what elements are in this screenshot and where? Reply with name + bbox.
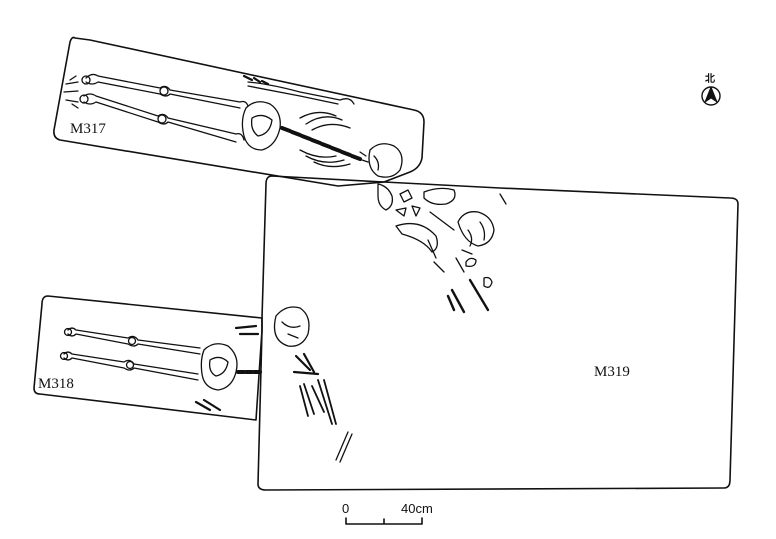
grave-label-m318: M318 [38,376,74,392]
skeleton-m317 [64,74,402,177]
grave-m319-outline [258,176,738,490]
grave-m317-outline [54,38,424,187]
north-arrow-icon [702,87,720,105]
grave-m319 [258,176,738,490]
grave-m318 [34,296,262,420]
skeleton-m319-upper [378,184,506,312]
north-label: 北 [705,74,715,85]
scale-bar [346,518,422,524]
grave-m317 [54,38,424,187]
grave-m318-outline [34,296,262,420]
skeleton-m318 [61,326,261,410]
skeleton-m319-lower [275,307,353,462]
scale-end-label: 40cm [401,501,433,516]
grave-label-m319: M319 [594,364,630,380]
scale-start-label: 0 [342,501,350,516]
grave-label-m317: M317 [70,121,106,137]
